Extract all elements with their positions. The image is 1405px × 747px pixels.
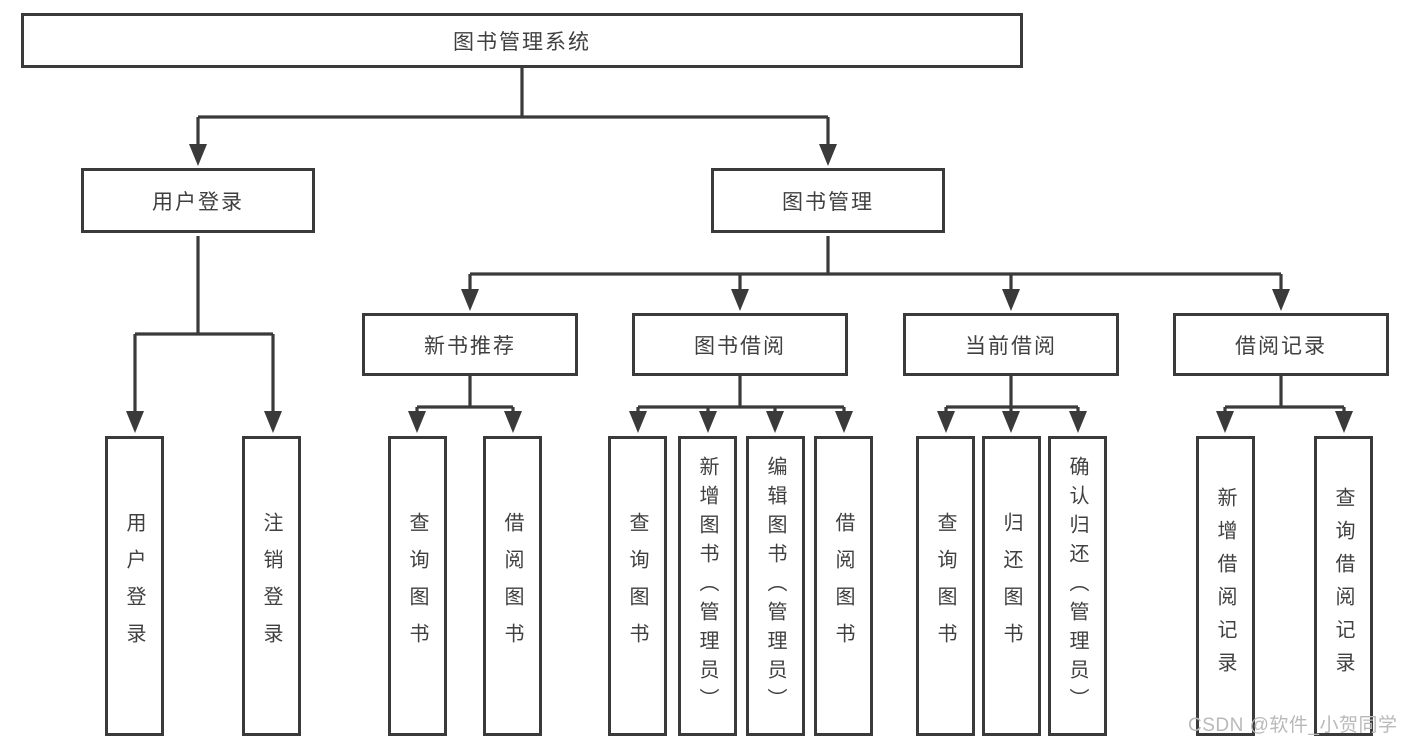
node-root: 图书管理系统	[21, 13, 1023, 68]
edge-user-login-to-leaves	[133, 236, 275, 414]
leaf-confirm-return-admin: 确认归还（管理员）	[1048, 436, 1107, 736]
arrowhead	[126, 411, 144, 433]
leaf-add-book-admin: 新增图书（管理员）	[678, 436, 737, 736]
leaf-return-books: 归还图书	[982, 436, 1041, 736]
leaf-return-books-label: 归还图书	[1000, 512, 1022, 660]
leaf-query-books-borrow-label: 查询图书	[626, 512, 648, 660]
leaf-user-login-label: 用户登录	[123, 512, 145, 660]
arrowhead	[835, 411, 853, 433]
node-book-management: 图书管理	[711, 168, 945, 233]
edge-book-management-to-level3	[468, 236, 1283, 294]
edge-borrowing-records-to-leaves	[1223, 376, 1346, 416]
leaf-edit-book-admin-label: 编辑图书（管理员）	[764, 455, 786, 717]
leaf-edit-book-admin: 编辑图书（管理员）	[746, 436, 805, 736]
leaf-user-login: 用户登录	[105, 436, 164, 736]
arrowhead	[264, 411, 282, 433]
leaf-logout-label: 注销登录	[260, 512, 282, 660]
arrowhead	[1216, 411, 1234, 433]
arrowhead	[1272, 289, 1290, 311]
node-borrowing-records-label: 借阅记录	[1235, 334, 1327, 358]
arrowhead	[766, 411, 784, 433]
edge-book-borrowing-to-leaves	[636, 376, 846, 416]
arrowhead	[504, 411, 522, 433]
arrowhead	[189, 144, 207, 166]
leaf-query-books-borrow: 查询图书	[608, 436, 667, 736]
node-new-book-recommendation: 新书推荐	[362, 313, 578, 376]
leaf-add-borrow-record: 新增借阅记录	[1196, 436, 1255, 736]
leaf-borrow-books-borrow-label: 借阅图书	[832, 512, 854, 660]
node-borrowing-records: 借阅记录	[1173, 313, 1389, 376]
node-book-borrowing: 图书借阅	[632, 313, 848, 376]
leaf-logout: 注销登录	[242, 436, 301, 736]
leaf-query-books-recommend-label: 查询图书	[406, 512, 428, 660]
leaf-query-borrow-record: 查询借阅记录	[1314, 436, 1373, 736]
leaf-borrow-books-recommend: 借阅图书	[483, 436, 542, 736]
leaf-query-books-current-label: 查询图书	[934, 512, 956, 660]
arrowhead	[461, 289, 479, 311]
node-book-borrowing-label: 图书借阅	[694, 334, 786, 358]
arrowhead	[1002, 289, 1020, 311]
arrowhead	[699, 411, 717, 433]
leaf-add-book-admin-label: 新增图书（管理员）	[696, 455, 718, 717]
arrowhead	[819, 144, 837, 166]
arrowhead	[1069, 411, 1087, 433]
edge-current-borrowing-to-leaves	[944, 376, 1080, 416]
leaf-borrow-books-borrow: 借阅图书	[814, 436, 873, 736]
arrowhead	[1335, 411, 1353, 433]
arrowhead	[629, 411, 647, 433]
node-user-login: 用户登录	[81, 168, 315, 233]
node-new-book-recommendation-label: 新书推荐	[424, 334, 516, 358]
node-user-login-label: 用户登录	[152, 190, 244, 214]
node-root-label: 图书管理系统	[453, 30, 591, 54]
leaf-query-books-recommend: 查询图书	[388, 436, 447, 736]
arrowhead	[408, 411, 426, 433]
leaf-add-borrow-record-label: 新增借阅记录	[1214, 487, 1236, 685]
arrowhead	[731, 289, 749, 311]
edge-root-to-level2	[196, 68, 830, 148]
edge-new-book-to-leaves	[415, 376, 515, 416]
leaf-confirm-return-admin-label: 确认归还（管理员）	[1066, 455, 1088, 717]
node-book-management-label: 图书管理	[782, 190, 874, 214]
arrowhead	[1002, 411, 1020, 433]
watermark: CSDN @软件_小贺同学	[1188, 715, 1398, 736]
node-current-borrowing-label: 当前借阅	[965, 334, 1057, 358]
arrowhead	[937, 411, 955, 433]
leaf-query-books-current: 查询图书	[916, 436, 975, 736]
leaf-borrow-books-recommend-label: 借阅图书	[501, 512, 523, 660]
leaf-query-borrow-record-label: 查询借阅记录	[1332, 487, 1354, 685]
node-current-borrowing: 当前借阅	[903, 313, 1119, 376]
